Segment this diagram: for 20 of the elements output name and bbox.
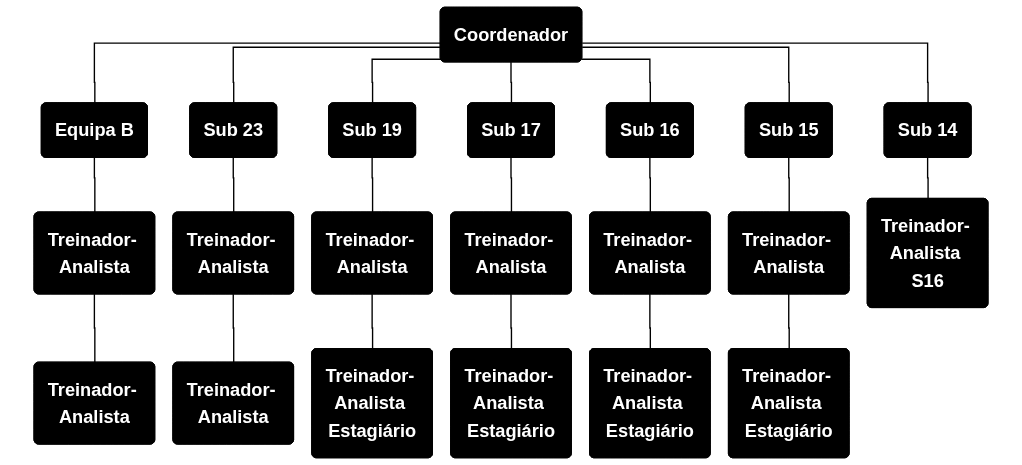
connector [371,293,374,350]
connector [371,58,442,104]
connector [93,42,442,104]
connector [93,157,96,214]
connector [232,157,235,214]
connector [581,58,651,104]
connector [581,46,790,104]
connector [788,293,790,350]
connector [788,157,790,214]
connector [232,46,442,104]
connector [93,293,96,364]
connector [926,157,929,200]
connector [581,42,929,104]
connector [649,157,651,214]
connector [510,293,513,350]
connector [232,293,235,364]
connector [371,157,374,214]
connector [510,61,513,104]
connector [510,157,513,214]
connector [649,293,651,350]
